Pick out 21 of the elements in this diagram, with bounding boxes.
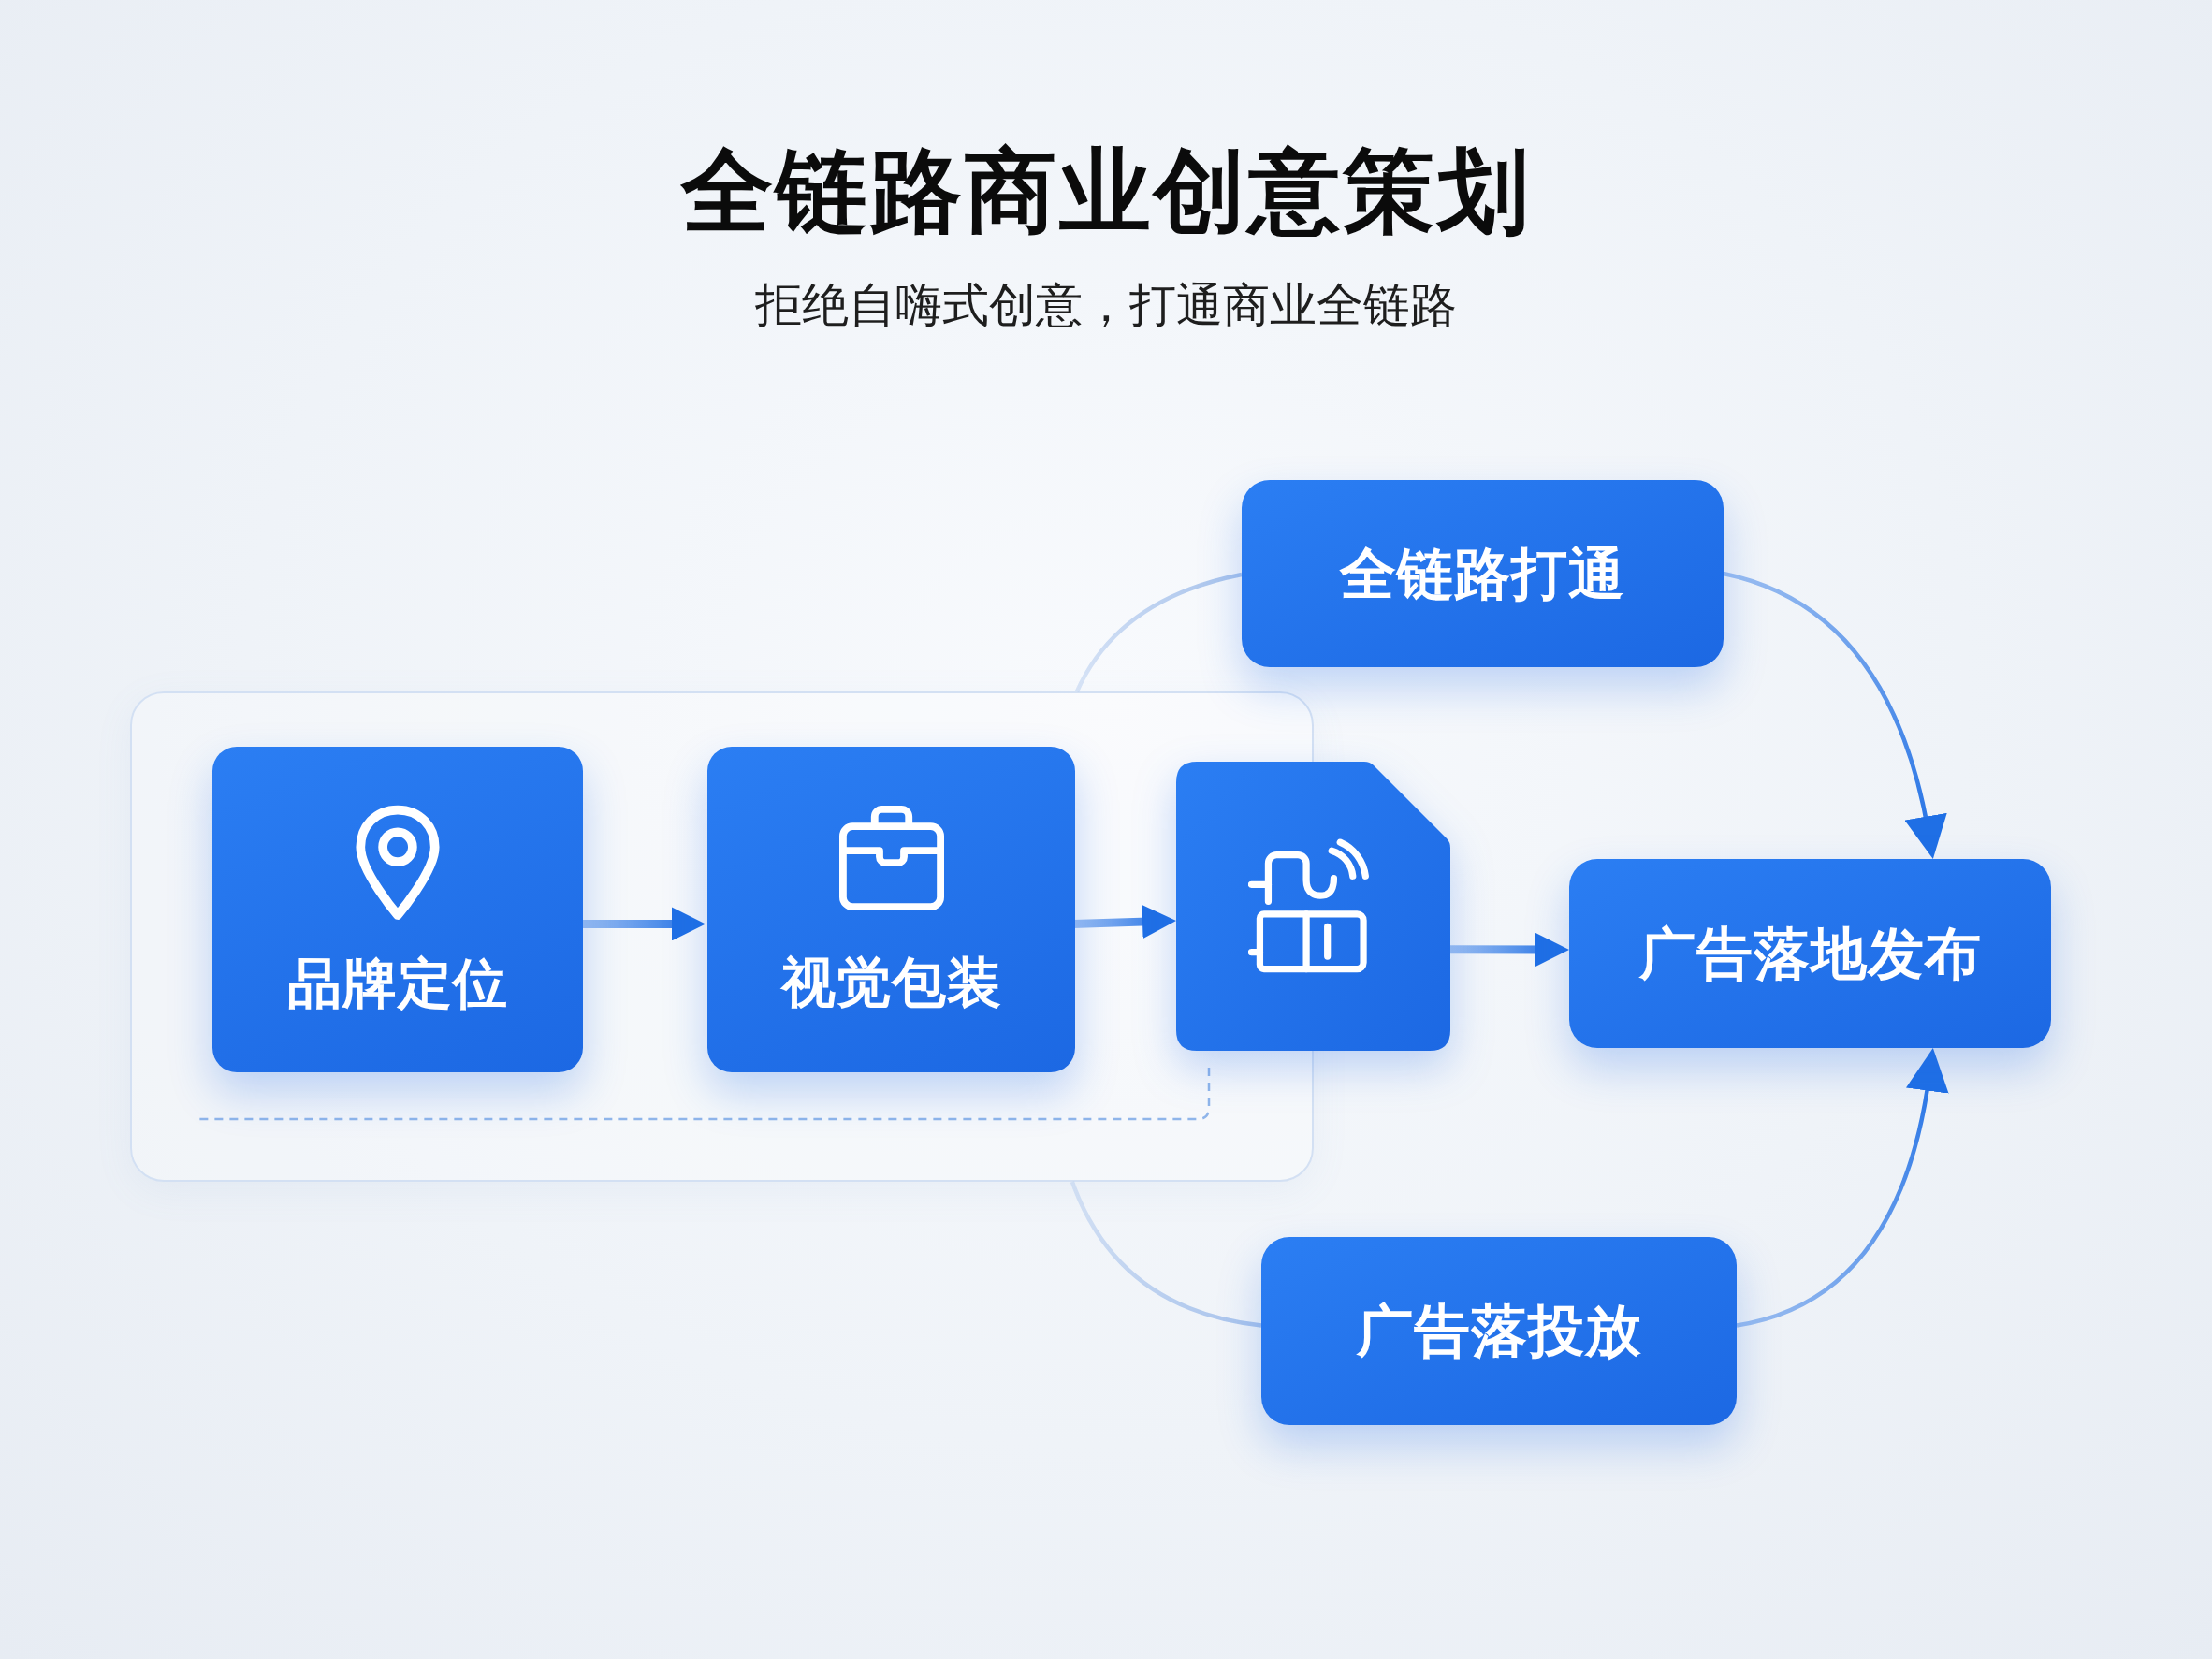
arrow bbox=[581, 907, 706, 941]
arrow bbox=[1450, 932, 1569, 967]
arrow bbox=[1072, 905, 1176, 939]
step-label: 广告落投放 bbox=[1356, 1299, 1642, 1363]
step-label: 品牌定位 bbox=[287, 952, 508, 1015]
step-label: 广告落地发布 bbox=[1638, 921, 1982, 986]
title: 全链路商业创意策划 bbox=[680, 140, 1532, 243]
step-label: 全链路打通 bbox=[1340, 541, 1625, 606]
document-card bbox=[1176, 762, 1450, 1051]
process-card bbox=[212, 747, 583, 1072]
arrow bbox=[1736, 1048, 1948, 1328]
connector-line bbox=[1070, 1181, 1262, 1328]
group-panel bbox=[130, 691, 1314, 1182]
arrow bbox=[1723, 571, 1947, 859]
process-card bbox=[1569, 859, 2051, 1048]
connector-line bbox=[1075, 572, 1243, 692]
process-card bbox=[1261, 1237, 1737, 1425]
subtitle: 拒绝自嗨式创意，打通商业全链路 bbox=[755, 276, 1457, 333]
step-label: 视觉包装 bbox=[780, 951, 1002, 1014]
process-card bbox=[1242, 480, 1724, 667]
process-card bbox=[707, 747, 1075, 1072]
